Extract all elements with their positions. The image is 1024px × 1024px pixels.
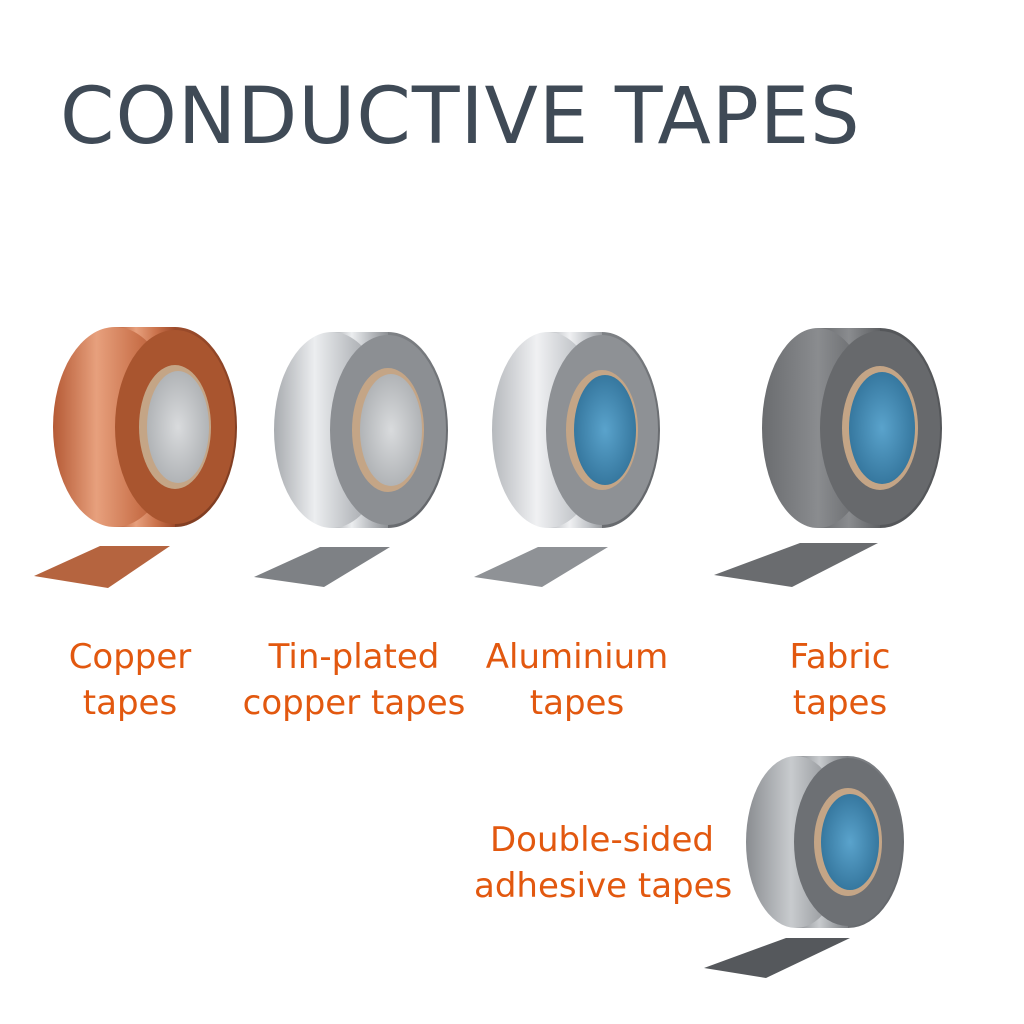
tin-plated-tape-roll-icon: [254, 332, 448, 587]
copper-tape-roll-icon: [34, 327, 237, 588]
tin-plated-copper-tapes-label: Tin-plated copper tapes: [242, 637, 466, 723]
double-sided-adhesive-tapes-label: Double-sided adhesive tapes: [474, 820, 733, 906]
copper-tapes-label: Copper tapes: [68, 637, 192, 723]
double-sided-tape-roll-icon: [704, 756, 904, 978]
aluminium-tape-roll-icon: [474, 332, 660, 587]
fabric-tapes-label: Fabric tapes: [789, 637, 891, 723]
fabric-tape-roll-icon: [714, 328, 942, 587]
page-title: CONDUCTIVE TAPES: [60, 72, 861, 162]
aluminium-tapes-label: Aluminium tapes: [485, 637, 669, 723]
